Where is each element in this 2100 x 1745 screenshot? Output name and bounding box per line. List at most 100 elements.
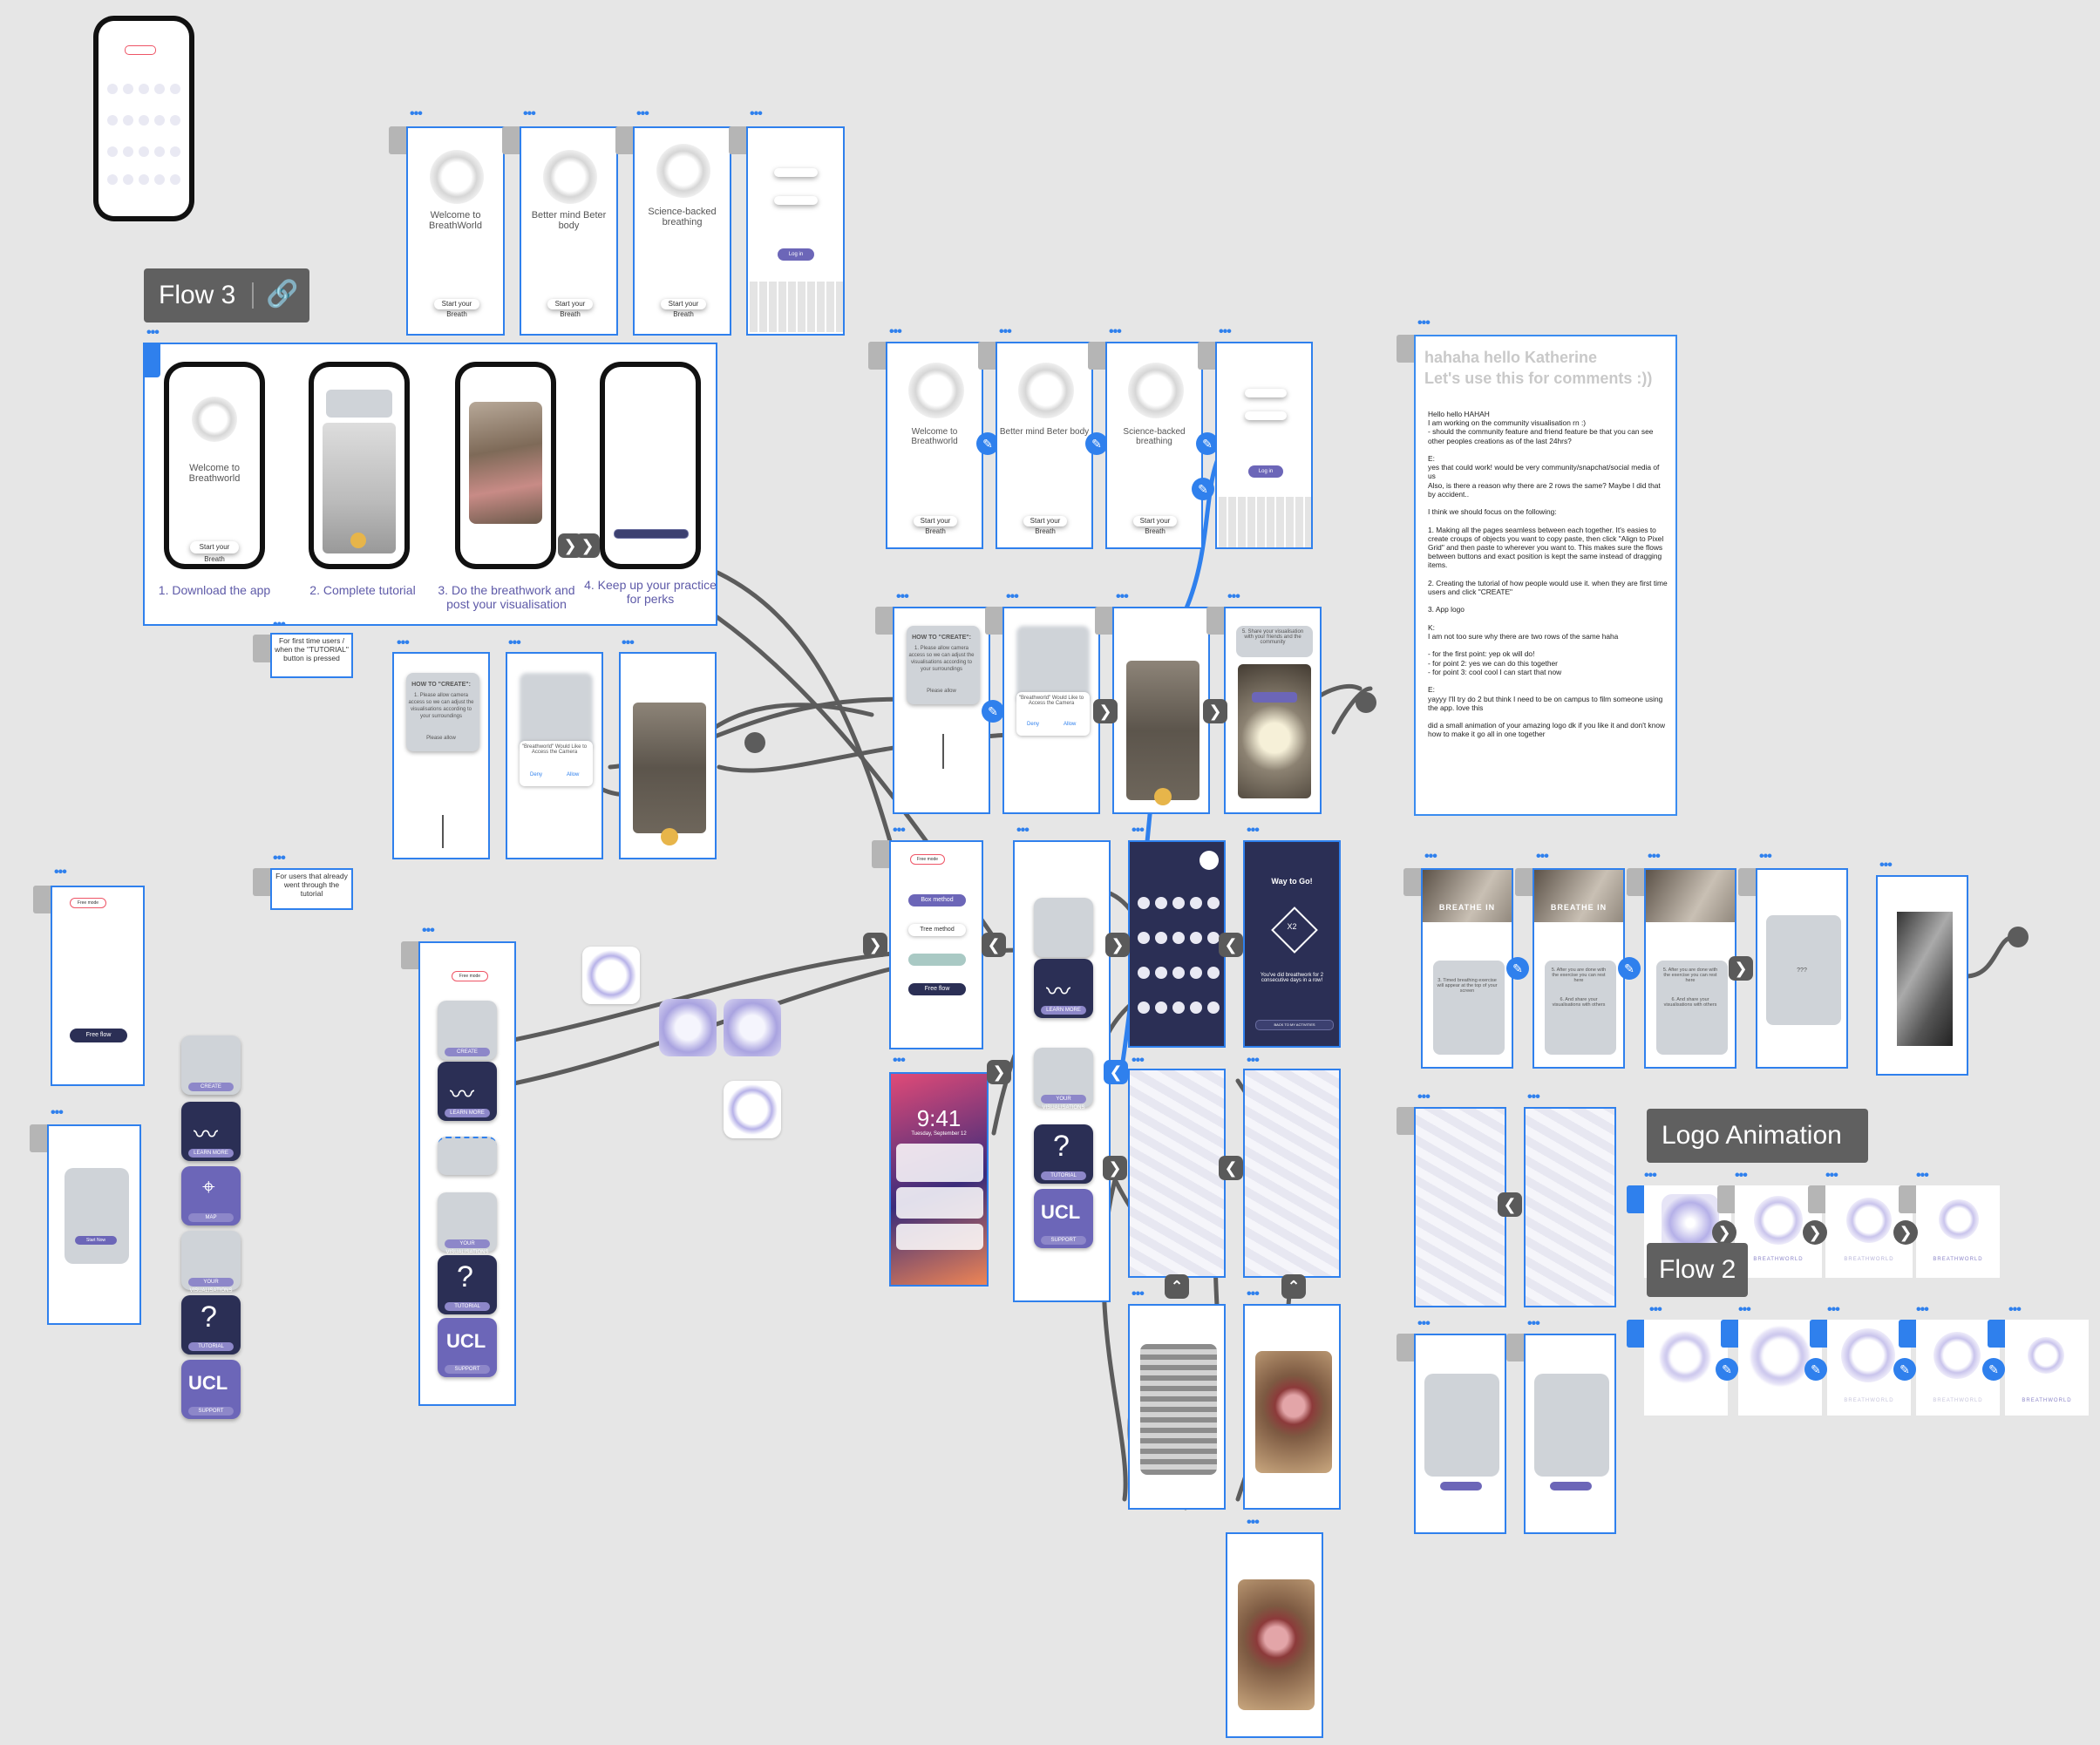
start-breath-button[interactable]: Start your Breath [914, 516, 957, 535]
onboarding2-better-mind-screen[interactable]: Better mind Beter body Start your Breath [996, 342, 1093, 549]
map-screen-3[interactable] [1414, 1107, 1506, 1307]
map-screen[interactable] [1128, 1069, 1226, 1278]
onboarding-title: Welcome to BreathWorld [429, 210, 482, 231]
profile-card-2[interactable] [1524, 1334, 1616, 1534]
breathe-step5: 5. After you are done with the exercise … [1662, 968, 1718, 983]
start-breath-button[interactable]: Start your Breath [661, 299, 706, 318]
community-post-2[interactable] [1243, 1304, 1341, 1510]
breathe-in-screen-2[interactable]: BREATHE IN 5. After you are done with th… [1533, 868, 1625, 1069]
logo-animation-label-badge[interactable]: Logo Animation [1647, 1109, 1868, 1163]
flow3-label-badge[interactable]: Flow 3 🔗 [144, 268, 309, 323]
step4-phone: Way to Go! X2 [600, 362, 701, 569]
please-allow-text: Please allow [927, 689, 956, 694]
logo-frame-5[interactable] [1644, 1320, 1728, 1416]
how-to-body: 1. Please allow camera access so we can … [408, 693, 474, 719]
free-mode-screen[interactable]: Free mode Free flow [51, 886, 145, 1086]
start-breath-button[interactable]: Start your Breath [434, 299, 479, 318]
keyboard[interactable] [750, 282, 843, 332]
onboarding2-welcome-screen[interactable]: Welcome to Breathworld Start your Breath [886, 342, 983, 549]
camera-permission-screen-2[interactable]: "Breathworld" Would Like to Access the C… [1002, 607, 1100, 814]
box-method-button[interactable]: Box method [908, 894, 966, 906]
start-now-button[interactable]: Start Now [75, 1236, 117, 1245]
allow-button[interactable]: Allow [567, 772, 580, 777]
share-visualisation-screen[interactable]: 5. Share your visualisation with your fr… [1224, 607, 1322, 814]
profile-card-1[interactable] [1414, 1334, 1506, 1534]
camera-view-screen[interactable] [619, 652, 717, 859]
method-select-screen[interactable]: Free mode Box method Tree method Free fl… [889, 840, 983, 1049]
comment-line [1428, 676, 1668, 685]
badge-x2: X2 [645, 430, 656, 438]
allow-button[interactable]: Allow [1064, 722, 1077, 727]
logo-frame-8[interactable]: BREATHWORLD [1916, 1320, 2000, 1416]
logo-orb [724, 999, 781, 1056]
dark-home-screen[interactable] [1128, 840, 1226, 1048]
logo-frame-3[interactable]: BREATHWORLD [1825, 1185, 1913, 1278]
way-to-go-screen[interactable]: Way to Go! X2 You've did breathwork for … [1243, 840, 1341, 1048]
breathe-placeholder-screen[interactable]: ??? [1756, 868, 1848, 1069]
arrow-up-icon [442, 815, 444, 848]
onboarding-better-mind-screen[interactable]: Better mind Beter body Start your Breath [520, 126, 618, 336]
start-breath-button[interactable]: Start your Breath [547, 299, 593, 318]
map-chip[interactable]: ⌖MAP [181, 1166, 241, 1226]
login-button[interactable]: Log in [778, 248, 814, 261]
onboarding-title: Better mind Beter body [531, 210, 607, 231]
start-now-screen[interactable]: Start Now [47, 1124, 141, 1325]
flow2-label-badge[interactable]: Flow 2 [1647, 1243, 1748, 1297]
camera-view-screen-2[interactable] [1112, 607, 1210, 814]
community-post-3[interactable] [1226, 1532, 1323, 1738]
flow3-frame[interactable]: Welcome to Breathworld Start your Breath… [143, 343, 717, 626]
free-flow-button[interactable]: Free flow [70, 1029, 127, 1042]
learn-more-chip[interactable]: 〰LEARN MORE [181, 1102, 241, 1161]
onboarding2-login-screen[interactable]: Log in [1215, 342, 1313, 549]
home-list-screen[interactable]: Free mode CREATE 〰LEARN MORE YOUR VISUAL… [418, 941, 516, 1406]
onboarding-title: Welcome to Breathworld [911, 427, 958, 446]
how-to-create-screen[interactable]: HOW TO "CREATE": 1. Please allow camera … [392, 652, 490, 859]
start-breath-button[interactable]: Start your Breath [1133, 516, 1177, 535]
login-button[interactable]: Log in [1248, 465, 1283, 478]
start-breath-button[interactable]: Start your Breath [1023, 516, 1067, 535]
start-breath-button[interactable]: Start your Breath [190, 541, 239, 563]
comments-note[interactable]: hahaha hello Katherine Let's use this fo… [1414, 335, 1677, 816]
home-list-screen-2[interactable]: 〰LEARN MORE YOUR VISUALISATIONS ?TUTORIA… [1013, 840, 1111, 1302]
logo-frame-4[interactable]: BREATHWORLD [1916, 1185, 2000, 1278]
deny-button[interactable]: Deny [1027, 722, 1040, 727]
lockscreen-notifications[interactable]: 9:41 Tuesday, September 12 [889, 1072, 989, 1287]
logo-wordmark: BREATHWORLD [1844, 1257, 1894, 1262]
lock-time: 9:41 [916, 1105, 962, 1131]
home-phone-thumbnail[interactable] [93, 16, 194, 221]
free-mode-pill[interactable]: Free mode [910, 854, 945, 865]
permission-dialog: "Breathworld" Would Like to Access the C… [521, 744, 588, 755]
map-screen-4[interactable] [1524, 1107, 1616, 1307]
onboarding2-science-screen[interactable]: Science-backed breathing Start your Brea… [1105, 342, 1203, 549]
deny-button[interactable]: Deny [530, 772, 543, 777]
onboarding-login-screen[interactable]: Log in [746, 126, 845, 336]
tutorial-chip[interactable]: ?TUTORIAL [181, 1295, 241, 1355]
breathe-in-screen-3[interactable]: 5. After you are done with the exercise … [1644, 868, 1736, 1069]
flow2-label: Flow 2 [1659, 1255, 1736, 1284]
keyboard[interactable] [1219, 497, 1311, 547]
breathe-in-screen-1[interactable]: BREATHE IN 3. Timed breathing exercise w… [1421, 868, 1513, 1069]
divider [252, 282, 254, 309]
camera-permission-screen[interactable]: "Breathworld" Would Like to Access the C… [506, 652, 603, 859]
free-mode-pill[interactable]: Free mode [70, 898, 106, 908]
back-to-activities-button[interactable]: BACK TO MY ACTIVITIES [1255, 1020, 1334, 1030]
comment-line: - for point 3: cool cool I can start tha… [1428, 667, 1562, 676]
onboarding-welcome-screen[interactable]: Welcome to BreathWorld Start your Breath [406, 126, 505, 336]
free-mode-pill[interactable]: Free mode [452, 971, 488, 981]
link-icon[interactable]: 🔗 [266, 280, 299, 309]
comment-line [1428, 641, 1668, 649]
tree-method-button[interactable]: Tree method [908, 924, 966, 936]
logo-frame-9[interactable]: BREATHWORLD [2005, 1320, 2089, 1416]
community-post-1[interactable] [1128, 1304, 1226, 1510]
free-flow-button[interactable]: Free flow [908, 983, 966, 995]
ucl-logo: UCL [188, 1372, 228, 1394]
onboarding-science-screen[interactable]: Science-backed breathing Start your Brea… [633, 126, 731, 336]
create-chip[interactable]: CREATE [181, 1035, 241, 1095]
how-to-create-screen-2[interactable]: HOW TO "CREATE": 1. Please allow camera … [893, 607, 990, 814]
comment-line: E: [1428, 685, 1435, 695]
visualisations-chip[interactable]: YOUR VISUALISATIONS [181, 1231, 241, 1293]
map-screen-2[interactable] [1243, 1069, 1341, 1278]
please-allow-text: Please allow [426, 736, 456, 741]
breathe-video-screen[interactable] [1876, 875, 1968, 1076]
